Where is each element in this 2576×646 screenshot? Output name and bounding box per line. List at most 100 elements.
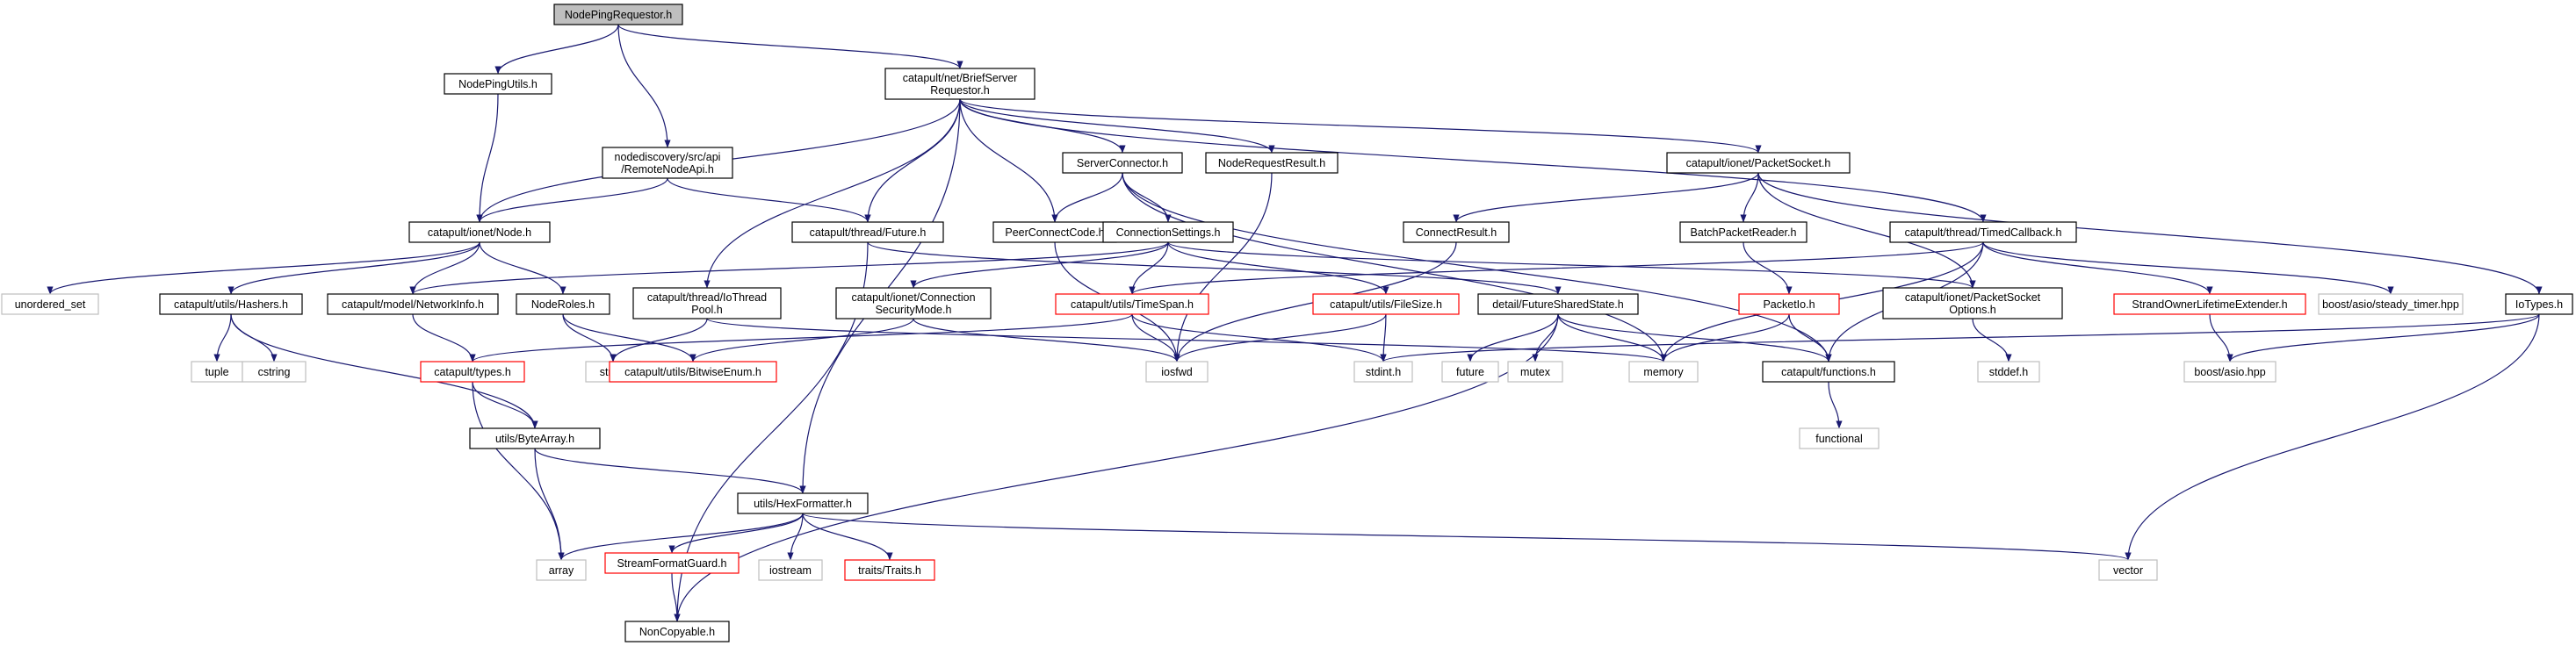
edge-packetsocket-to-iotypes [1757, 172, 2543, 295]
node-unordered_set: unordered_set [1, 293, 99, 315]
node-box-packetio [1738, 293, 1840, 315]
node-ionetnode[interactable]: catapult/ionet/Node.h [408, 221, 551, 243]
edge-connsecuritymode-to-iosfwd [913, 318, 1180, 362]
edge-serverconnector-to-functions [1122, 172, 1832, 362]
edge-strandowner-to-boostasio [2209, 313, 2233, 362]
node-label-functions: catapult/functions.h [1781, 366, 1876, 378]
edge-briefserver-to-packetsocket [959, 98, 1762, 154]
edge-briefserver-to-noderequestresult [959, 98, 1275, 154]
node-networkinfo[interactable]: catapult/model/NetworkInfo.h [327, 293, 499, 315]
node-box-future [791, 221, 944, 243]
node-label-peerconnectcode: PeerConnectCode.h [1005, 226, 1104, 239]
node-box-memory [1628, 361, 1699, 383]
edge-hexformatter-to-traits [802, 513, 893, 561]
edge-timedcallback-to-timespan [1129, 241, 1984, 295]
node-label-mutex: mutex [1520, 366, 1551, 378]
node-box-hashers [159, 293, 303, 315]
node-box-future_std [1441, 361, 1499, 383]
node-remotenodeapi[interactable]: nodediscovery/src/api/RemoteNodeApi.h [602, 147, 733, 179]
node-box-types [420, 361, 525, 383]
edge-packetio-to-memory [1660, 313, 1790, 362]
node-vector: vector [2098, 559, 2158, 581]
node-box-functions [1762, 361, 1895, 383]
edge-hashers-to-tuple [213, 313, 232, 362]
node-label-nodepingutils: NodePingUtils.h [458, 78, 538, 90]
node-noderequestresult[interactable]: NodeRequestResult.h [1205, 152, 1339, 174]
edge-functions-to-functional [1828, 381, 1843, 429]
node-functional: functional [1799, 427, 1880, 449]
node-stddef: stddef.h [1977, 361, 2040, 383]
node-box-boostasio [2183, 361, 2277, 383]
node-mutex: mutex [1507, 361, 1563, 383]
node-label-packetsocketoptions: Options.h [1949, 304, 1996, 316]
node-bytearray[interactable]: utils/ByteArray.h [469, 427, 601, 449]
edge-futuresharedstate-to-memory [1557, 313, 1667, 362]
node-label-filesize: catapult/utils/FileSize.h [1330, 298, 1442, 311]
node-box-traits [844, 559, 935, 581]
node-label-tuple: tuple [205, 366, 228, 378]
node-nodepingutils[interactable]: NodePingUtils.h [444, 73, 552, 95]
node-box-remotenodeapi [602, 147, 733, 179]
node-timedcallback[interactable]: catapult/thread/TimedCallback.h [1889, 221, 2077, 243]
node-label-array: array [549, 564, 574, 577]
node-cstring: cstring [242, 361, 307, 383]
edge-iotypes-to-boostasio [2226, 313, 2540, 362]
node-strandowner: StrandOwnerLifetimeExtender.h [2113, 293, 2306, 315]
edge-serverconnector-to-connectionsettings [1122, 172, 1172, 223]
edge-timedcallback-to-strandowner [1982, 241, 2213, 295]
node-traits: traits/Traits.h [844, 559, 935, 581]
node-futuresharedstate[interactable]: detail/FutureSharedState.h [1477, 293, 1639, 315]
node-label-iotypes: IoTypes.h [2515, 298, 2563, 311]
node-box-batchpacketreader [1679, 221, 1808, 243]
node-batchpacketreader[interactable]: BatchPacketReader.h [1679, 221, 1808, 243]
node-functions[interactable]: catapult/functions.h [1762, 361, 1895, 383]
node-connectionsettings[interactable]: ConnectionSettings.h [1102, 221, 1234, 243]
node-box-noderequestresult [1205, 152, 1339, 174]
node-box-noncopyable [624, 621, 730, 642]
edge-hashers-to-bytearray [230, 313, 538, 429]
edge-packetsocket-to-packetsocketoptions [1757, 172, 1976, 289]
node-label-ionetnode: catapult/ionet/Node.h [428, 226, 531, 239]
node-noncopyable[interactable]: NonCopyable.h [624, 621, 730, 642]
node-connectresult[interactable]: ConnectResult.h [1403, 221, 1510, 243]
node-label-steady_timer: boost/asio/steady_timer.hpp [2322, 298, 2459, 311]
node-noderoles[interactable]: NodeRoles.h [516, 293, 610, 315]
edge-remotenodeapi-to-ionetnode [476, 177, 668, 223]
edge-connectionsettings-to-connsecuritymode [910, 241, 1169, 289]
node-box-connectionsettings [1102, 221, 1234, 243]
node-label-connectresult: ConnectResult.h [1416, 226, 1497, 239]
edge-iothreadpool-to-string [610, 318, 708, 362]
node-label-futuresharedstate: detail/FutureSharedState.h [1492, 298, 1623, 311]
edge-hexformatter-to-iostream [787, 513, 804, 561]
edge-connectionsettings-to-filesize [1167, 241, 1389, 295]
edge-packetsocketoptions-to-stddef [1972, 318, 2012, 362]
node-box-stddef [1977, 361, 2040, 383]
node-future[interactable]: catapult/thread/Future.h [791, 221, 944, 243]
edge-connectionsettings-to-networkinfo [409, 241, 1169, 295]
node-label-stdint: stdint.h [1366, 366, 1401, 378]
node-label-root: NodePingRequestor.h [565, 9, 672, 21]
node-iotypes[interactable]: IoTypes.h [2505, 293, 2573, 315]
edge-connectionsettings-to-packetsocketoptions [1167, 241, 1976, 289]
node-box-root [553, 4, 683, 25]
node-label-timedcallback: catapult/thread/TimedCallback.h [1905, 226, 2062, 239]
node-serverconnector[interactable]: ServerConnector.h [1062, 152, 1183, 174]
node-label-strandowner: StrandOwnerLifetimeExtender.h [2132, 298, 2287, 311]
node-hashers[interactable]: catapult/utils/Hashers.h [159, 293, 303, 315]
node-hexformatter[interactable]: utils/HexFormatter.h [737, 492, 869, 514]
node-packetsocket[interactable]: catapult/ionet/PacketSocket.h [1666, 152, 1851, 174]
node-label-unordered_set: unordered_set [15, 298, 86, 311]
edge-ionetnode-to-networkinfo [409, 241, 480, 295]
edge-future-to-futuresharedstate [867, 241, 1562, 295]
node-peerconnectcode[interactable]: PeerConnectCode.h [992, 221, 1117, 243]
node-label-bytearray: utils/ByteArray.h [495, 433, 574, 445]
edge-briefserver-to-peerconnectcode [959, 98, 1058, 223]
node-label-stddef: stddef.h [1989, 366, 2029, 378]
node-bitwiseenum: catapult/utils/BitwiseEnum.h [609, 361, 777, 383]
node-box-serverconnector [1062, 152, 1183, 174]
